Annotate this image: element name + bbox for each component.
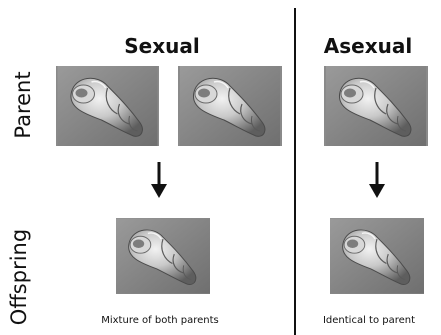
parent-row-label: Parent <box>10 60 36 150</box>
asexual-parent-image <box>324 66 428 146</box>
offspring-row-label: Offspring <box>6 222 32 332</box>
asexual-offspring-caption: Identical to parent <box>300 314 438 328</box>
sexual-down-arrow-icon <box>149 160 169 200</box>
sexual-offspring-image <box>116 218 210 294</box>
sexual-parent-2-image <box>178 66 282 146</box>
snail-shell-icon <box>330 218 424 294</box>
asexual-column-title: Asexual <box>316 34 420 58</box>
sexual-column-title: Sexual <box>117 34 207 58</box>
asexual-down-arrow-icon <box>367 160 387 200</box>
asexual-offspring-image <box>330 218 424 294</box>
snail-shell-icon <box>324 66 428 146</box>
column-divider <box>294 8 296 335</box>
snail-shell-icon <box>178 66 282 146</box>
sexual-parent-1-image <box>56 66 159 146</box>
sexual-offspring-caption: Mixture of both parents <box>70 314 250 328</box>
snail-shell-icon <box>56 66 159 146</box>
snail-shell-icon <box>116 218 210 294</box>
